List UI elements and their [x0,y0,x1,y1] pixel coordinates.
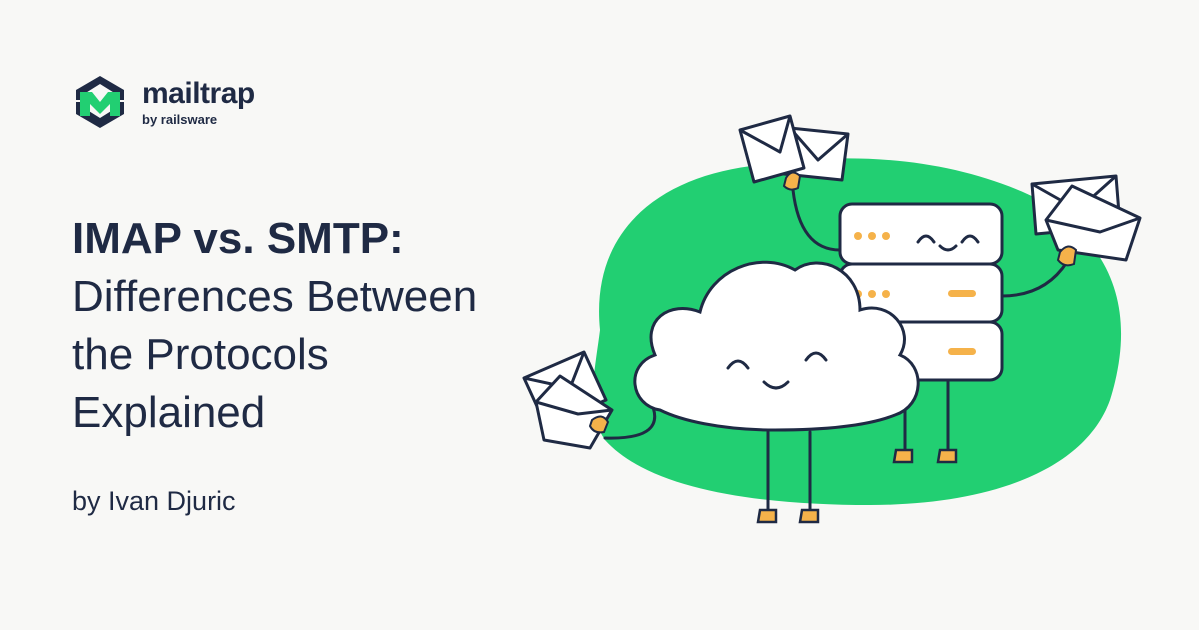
envelope-icon [1030,174,1142,262]
mailtrap-logo-icon [76,76,124,128]
envelope-icon [738,114,850,184]
server-face [916,234,980,252]
server-arm-right [1000,260,1069,298]
cloud-face [726,351,828,390]
cloud-legs [766,430,812,514]
server-feet [892,448,958,464]
title-line-4: Explained [72,388,266,437]
author-byline: by Ivan Djuric [72,486,236,516]
cloud-feet [756,508,820,524]
server-lights [854,232,976,355]
brand-logo[interactable]: mailtrap by railsware [72,72,255,132]
brand-tagline: by railsware [142,111,218,127]
title-line-1: IMAP vs. SMTP: [72,214,404,263]
page-title: IMAP vs. SMTP: Differences Between the P… [72,210,572,442]
server-arm-left [791,188,842,252]
title-line-3: the Protocols [72,330,329,379]
title-line-2: Differences Between [72,272,478,321]
brand-name: mailtrap [142,76,255,110]
cloud-character [633,260,920,432]
